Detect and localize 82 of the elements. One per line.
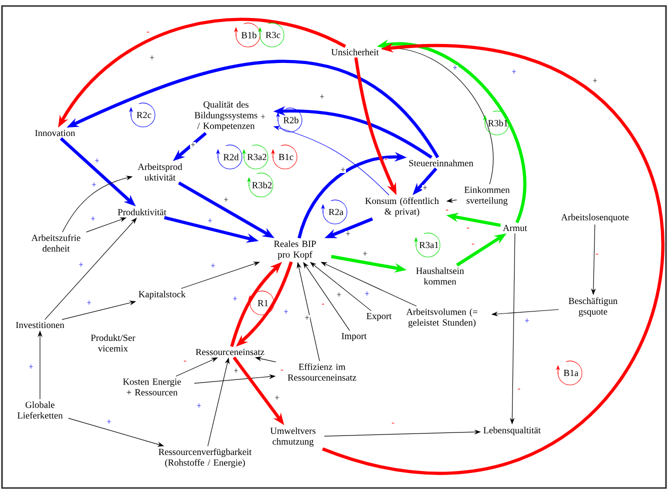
variable-label: Armut (502, 224, 528, 232)
note-text: Produkt/Ser vicemix (90, 334, 136, 352)
polarity-sign: - (183, 360, 187, 364)
polarity-sign: + (232, 296, 238, 302)
variable-label: Lebensqualtität (484, 426, 541, 436)
polarity-sign: + (524, 318, 530, 324)
variable-label: Innovation (35, 130, 76, 136)
polarity-sign: + (452, 65, 458, 71)
polarity-sign: - (391, 422, 395, 426)
variable-label: Konsum (öffentlich & privat) (365, 197, 439, 217)
variable-label: Export (366, 312, 392, 322)
variable-label: Ressourcenverfügbarkeit (Rohstoffe / Energie) (158, 448, 252, 468)
polarity-sign: + (210, 263, 216, 269)
polarity-sign: + (86, 300, 92, 306)
loop-label: R2d (224, 154, 239, 160)
polarity-sign: + (345, 231, 351, 237)
polarity-sign: + (196, 403, 202, 409)
polarity-sign: + (149, 55, 155, 61)
variable-label: Produktivität (118, 208, 166, 216)
polarity-sign: + (364, 291, 370, 297)
variable-label: Arbeitslosenquote (561, 214, 629, 222)
polarity-sign: + (260, 114, 266, 120)
polarity-sign: + (304, 315, 310, 321)
variable-label: Kosten Energie + Ressourcen (123, 378, 181, 396)
loop-label: R1 (258, 300, 268, 306)
polarity-sign: + (319, 94, 325, 100)
polarity-sign: + (78, 262, 84, 268)
polarity-sign: + (223, 197, 229, 203)
polarity-sign: + (90, 216, 96, 222)
polarity-sign: - (280, 369, 284, 373)
loop-label: R3b2 (252, 182, 272, 188)
polarity-sign: - (466, 227, 470, 231)
polarity-sign: - (321, 303, 325, 307)
polarity-sign: + (274, 395, 280, 401)
variable-label: Beschäftigun gsquote (568, 297, 618, 317)
polarity-sign: + (106, 419, 112, 425)
loop-label: R3a1 (419, 242, 438, 248)
loop-label: B1b (242, 32, 256, 38)
variable-label: Einkommen sverteilung (464, 186, 510, 206)
variable-label: Qualität des Bildungssystems / Kompetenzen (194, 101, 258, 131)
polarity-sign: - (471, 243, 475, 247)
polarity-sign: + (233, 368, 239, 374)
polarity-sign: - (595, 253, 599, 257)
variable-label: Effizienz im Ressourceneinsatz (288, 363, 356, 381)
variable-label: Ressourceneinsatz (196, 348, 264, 356)
variable-label: Haushaltsein kommen (416, 267, 464, 285)
variable-label: Globale Lieferketten (17, 401, 63, 419)
variable-label: Arbeitsprod uktivität (138, 163, 182, 181)
polarity-sign: + (94, 158, 100, 164)
polarity-sign: + (362, 251, 368, 257)
variable-label: Import (342, 332, 367, 342)
variable-label: Unsicherheit (331, 48, 379, 56)
polarity-sign: + (422, 185, 428, 191)
polarity-sign: + (592, 78, 598, 84)
loop-label: R3b1 (488, 120, 508, 126)
loop-label: R2b (284, 116, 298, 124)
variable-label: Investitionen (16, 322, 64, 328)
polarity-sign: + (336, 292, 342, 298)
loop-label: B1a (564, 370, 578, 376)
loop-label: R3a2 (247, 154, 266, 160)
loop-label: R3c (266, 32, 280, 38)
variable-label: Umweltvers chmutzung (270, 427, 316, 447)
polarity-sign: + (340, 167, 346, 173)
loop-label: B1c (278, 154, 294, 160)
polarity-sign: - (517, 388, 521, 392)
variable-label: Arbeitsvolumen (= geleistet Stunden) (406, 308, 478, 328)
arrow (44, 218, 137, 320)
polarity-sign: + (511, 69, 517, 75)
variable-label: Reales BIP pro Kopf (274, 240, 316, 260)
polarity-sign: - (146, 31, 150, 35)
polarity-sign: + (91, 182, 97, 188)
polarity-sign: + (28, 364, 34, 370)
variable-label: Steuereinnahmen (409, 160, 474, 166)
polarity-sign: + (190, 142, 196, 148)
polarity-sign: + (207, 218, 213, 224)
polarity-sign: - (384, 158, 388, 162)
polarity-sign: - (445, 209, 449, 213)
variable-label: Arbeitszufrie denheit (31, 234, 80, 252)
variable-label: Kapitalstock (138, 290, 186, 300)
loop-label: R2c (136, 112, 152, 118)
polarity-sign: + (283, 309, 289, 315)
loop-label: R2a (328, 208, 344, 216)
